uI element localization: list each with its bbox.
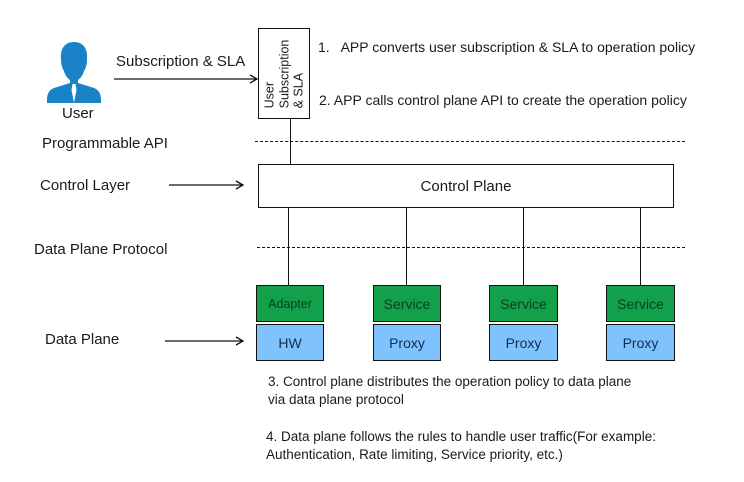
control-plane-box: Control Plane <box>258 164 674 208</box>
step-3-line-2: via data plane protocol <box>268 392 404 407</box>
node-3-service: Service <box>606 285 675 322</box>
node-connector-line <box>288 208 290 285</box>
node-1-service: Service <box>373 285 441 322</box>
subscription-box-line: Subscription <box>276 39 291 108</box>
user-label: User <box>62 105 94 122</box>
user-icon <box>47 42 101 103</box>
programmable-api-boundary <box>255 141 685 142</box>
control-layer-arrow <box>169 180 245 190</box>
layer-label-data-plane: Data Plane <box>45 331 120 348</box>
layer-label-data-plane-protocol: Data Plane Protocol <box>34 241 168 258</box>
node-connector-line <box>523 208 525 285</box>
node-top-label: Service <box>500 295 547 312</box>
node-bottom-label: HW <box>278 334 302 351</box>
layer-label-programmable-api: Programmable API <box>42 135 168 152</box>
step-2-text: 2. APP calls control plane API to create… <box>319 92 687 108</box>
node-top-label: Adapter <box>268 296 312 311</box>
node-3-proxy: Proxy <box>606 324 675 361</box>
step-3-line-1: 3. Control plane distributes the operati… <box>268 374 632 389</box>
user-node <box>44 40 104 104</box>
node-2-service: Service <box>489 285 558 322</box>
node-0-adapter: Adapter <box>256 285 324 322</box>
data-plane-protocol-boundary <box>257 247 685 248</box>
control-plane-label: Control Plane <box>420 177 512 195</box>
subscription-box-line: & SLA <box>291 72 306 108</box>
node-bottom-label: Proxy <box>622 334 659 351</box>
node-1-proxy: Proxy <box>373 324 441 361</box>
node-0-hw: HW <box>256 324 324 361</box>
user-subscription-box: User Subscription & SLA <box>258 28 310 119</box>
step-3-text: 3. Control plane distributes the operati… <box>268 373 631 409</box>
subscription-box-line: User <box>262 81 277 108</box>
data-plane-arrow <box>165 336 245 346</box>
subscription-arrow-label: Subscription & SLA <box>116 53 246 70</box>
node-top-label: Service <box>617 295 664 312</box>
layer-label-control-layer: Control Layer <box>40 177 131 194</box>
node-connector-line <box>406 208 408 285</box>
node-2-proxy: Proxy <box>489 324 558 361</box>
node-bottom-label: Proxy <box>389 334 425 351</box>
node-bottom-label: Proxy <box>505 334 542 351</box>
step-4-text: 4. Data plane follows the rules to handl… <box>266 428 656 464</box>
subscription-arrow <box>114 74 259 84</box>
step-4-line-1: 4. Data plane follows the rules to handl… <box>266 429 656 444</box>
step-4-line-2: Authentication, Rate limiting, Service p… <box>266 447 563 462</box>
node-top-label: Service <box>383 295 431 312</box>
node-connector-line <box>640 208 642 285</box>
step-1-text: 1. APP converts user subscription & SLA … <box>318 39 696 55</box>
